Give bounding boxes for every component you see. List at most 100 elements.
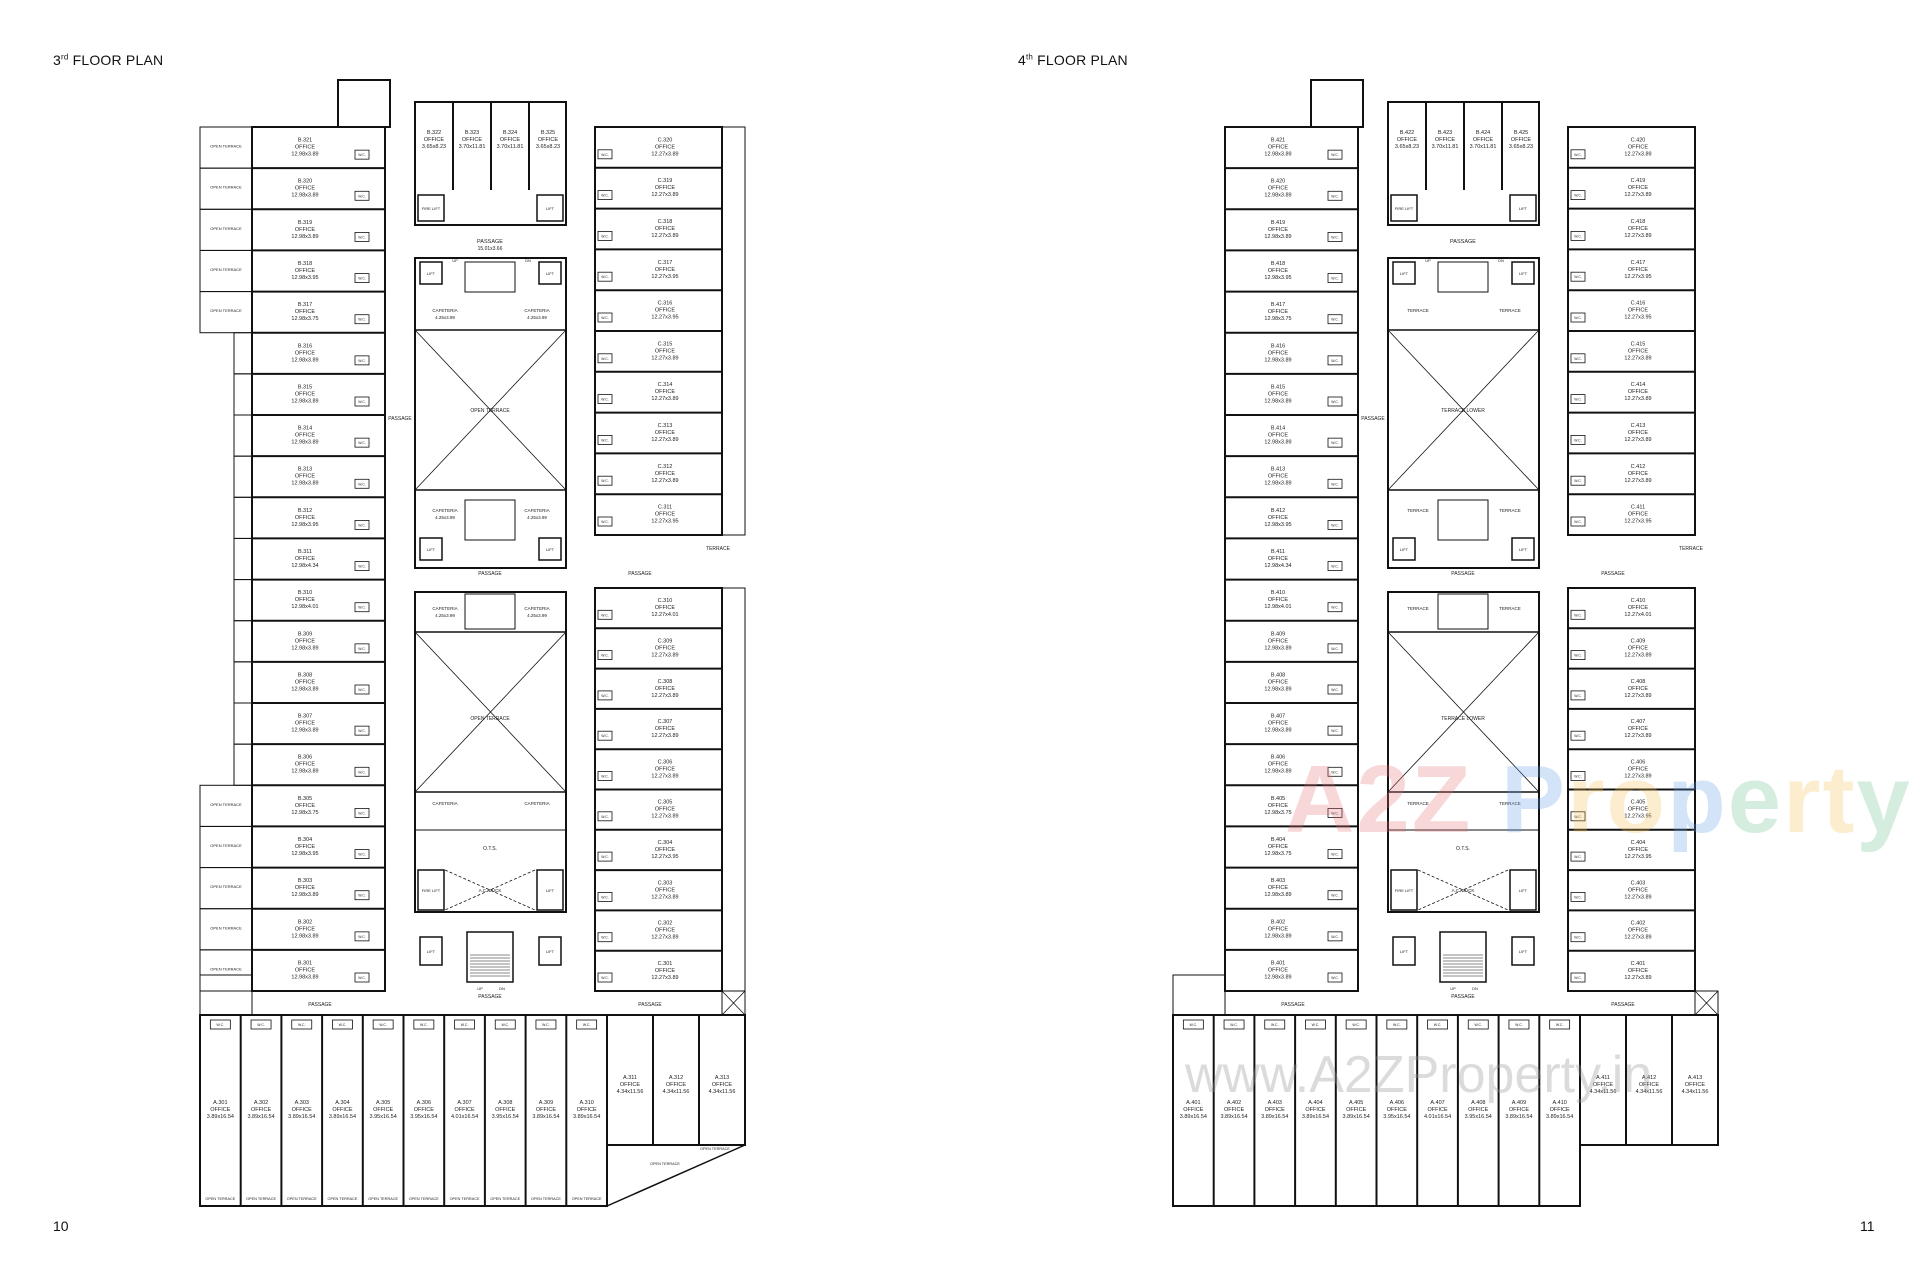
- wc: [1327, 190, 1343, 201]
- open-terrace: [233, 455, 253, 498]
- wc-label: W.C.: [601, 734, 609, 738]
- room-id: B.410: [1271, 590, 1285, 596]
- room-size: 3.70x11.81: [1470, 144, 1497, 150]
- room-size: 12.27x3.89: [651, 693, 678, 699]
- room-type: OFFICE: [655, 185, 675, 191]
- lift-label: LIFT: [546, 547, 555, 552]
- lift-label: LIFT: [1400, 949, 1409, 954]
- room-id: A.401: [1186, 1100, 1200, 1106]
- room-type: OFFICE: [1511, 137, 1531, 143]
- wc: [597, 730, 613, 741]
- room-size: 12.98x3.89: [291, 481, 318, 487]
- wc-label: W.C.: [601, 357, 609, 361]
- cafeteria-label: TERRACE: [1499, 606, 1521, 611]
- room-id: B.419: [1271, 220, 1285, 226]
- wc-label: W.C.: [601, 234, 609, 238]
- room-size: 12.98x3.89: [291, 357, 318, 363]
- wc: [1327, 437, 1343, 448]
- wc-label: W.C.: [1331, 853, 1339, 857]
- wc-label: W.C.: [1574, 976, 1582, 980]
- room-id: A.303: [295, 1100, 309, 1106]
- room-id: B.324: [503, 130, 517, 136]
- room-size: 3.89x16.54: [207, 1114, 234, 1120]
- open-terrace-label: OPEN TERRACE: [328, 1197, 358, 1201]
- passage-label: PASSAGE: [1451, 571, 1475, 577]
- wc: [1570, 811, 1586, 822]
- wc: [1327, 849, 1343, 859]
- wc: [1570, 932, 1586, 943]
- wc: [1467, 1019, 1489, 1030]
- cafeteria-label: TERRACE: [1407, 606, 1429, 611]
- staircase: [1439, 931, 1487, 983]
- wc-label: W.C.: [601, 775, 609, 779]
- wc-label: W.C.: [601, 398, 609, 402]
- room-size: 12.27x3.89: [1624, 935, 1651, 941]
- staircase: [466, 931, 514, 983]
- room-size: 12.98x3.95: [291, 851, 318, 857]
- room-id: B.401: [1271, 960, 1285, 966]
- fire-lift: [417, 869, 445, 911]
- wc-label: W.C.: [1474, 1023, 1482, 1027]
- room-id: C.420: [1631, 137, 1646, 143]
- open-terrace-label: OPEN TERRACE: [210, 802, 242, 807]
- open-terrace-label: OPEN TERRACE: [409, 1197, 439, 1201]
- room-size: 12.27x3.89: [1624, 975, 1651, 981]
- wc: [354, 232, 370, 242]
- room-id: B.406: [1271, 755, 1285, 761]
- room-type: OFFICE: [1628, 512, 1648, 518]
- open-terrace-label: OPEN TERRACE: [210, 884, 242, 889]
- wc: [354, 890, 370, 901]
- wc-label: W.C.: [358, 153, 366, 157]
- room-type: OFFICE: [295, 638, 315, 644]
- room-type: OFFICE: [1268, 350, 1288, 356]
- wc-label: W.C.: [358, 894, 366, 898]
- room-id: A.311: [623, 1075, 637, 1081]
- wc: [354, 190, 370, 201]
- wc-label: W.C.: [1331, 729, 1339, 733]
- lift-label: LIFT: [546, 888, 555, 893]
- room-id: C.320: [658, 137, 673, 143]
- room-size: 12.98x3.89: [291, 440, 318, 446]
- room-id: C.317: [658, 260, 673, 266]
- room-size: 12.98x3.89: [1264, 152, 1291, 158]
- watermark-letter: e: [1727, 746, 1784, 853]
- open-terrace-label: OPEN TERRACE: [210, 925, 242, 930]
- wc-label: W.C.: [1574, 357, 1582, 361]
- room-id: A.309: [539, 1100, 553, 1106]
- cafeteria-dim: 4.25x3.99: [435, 315, 455, 320]
- wc: [1386, 1019, 1408, 1030]
- room-id: C.405: [1631, 800, 1646, 806]
- room-id: B.405: [1271, 796, 1285, 802]
- shaft-cross: [1694, 990, 1719, 1016]
- room-id: C.306: [658, 759, 673, 765]
- room-size: 12.98x3.89: [1264, 398, 1291, 404]
- ots-label: O.T.S.: [1456, 846, 1470, 852]
- room-size: 12.98x4.01: [291, 604, 318, 610]
- room-size: 12.98x3.89: [291, 728, 318, 734]
- room-id: C.406: [1631, 759, 1646, 765]
- wc: [597, 851, 613, 862]
- wc-label: W.C.: [358, 523, 366, 527]
- open-terrace: [233, 496, 253, 539]
- wc: [597, 892, 613, 902]
- open-terrace: [199, 291, 253, 334]
- room-size: 3.89x16.54: [532, 1114, 559, 1120]
- room-size: 12.27x3.89: [651, 733, 678, 739]
- wc-label: W.C.: [601, 316, 609, 320]
- wc-label: W.C.: [1331, 688, 1339, 692]
- lift-label: LIFT: [427, 547, 436, 552]
- room-type: OFFICE: [538, 137, 558, 143]
- room-type: OFFICE: [1387, 1107, 1407, 1113]
- room-id: B.413: [1271, 467, 1285, 473]
- room-id: B.418: [1271, 261, 1285, 267]
- room-size: 12.98x3.75: [1264, 851, 1291, 857]
- room-id: B.305: [298, 796, 312, 802]
- staircase: [464, 499, 516, 541]
- wc: [372, 1019, 394, 1030]
- room-size: 12.98x3.95: [291, 275, 318, 281]
- up-label: UP: [1425, 258, 1431, 263]
- room-size: 12.98x3.89: [291, 234, 318, 240]
- open-terrace: [233, 579, 253, 622]
- room-type: OFFICE: [1628, 847, 1648, 853]
- wc-label: W.C.: [601, 976, 609, 980]
